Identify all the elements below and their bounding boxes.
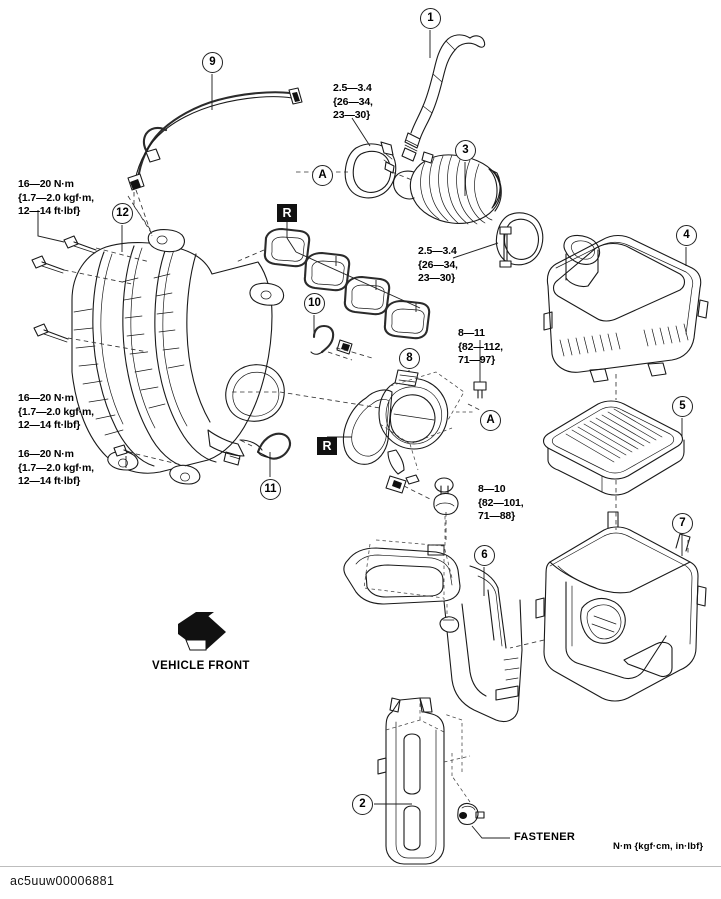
part-6-air-duct: [343, 477, 523, 723]
clamp-lower: [452, 212, 544, 268]
callout-3[interactable]: 3: [455, 140, 476, 161]
vehicle-front-label: VEHICLE FRONT: [152, 660, 250, 672]
torque-line-2: {1.7—2.0 kgf·m,: [18, 191, 94, 204]
torque-line-1: 8—11: [458, 327, 485, 339]
callout-5[interactable]: 5: [672, 396, 693, 417]
a-marker-throttle-body[interactable]: A: [480, 410, 501, 431]
torque-line-2: {1.7—2.0 kgf·m,: [18, 461, 94, 474]
part-2-bracket: [377, 697, 471, 865]
torque-line-3: 23—30}: [333, 109, 371, 121]
vehicle-front-arrow: [178, 612, 226, 651]
part-7-air-cleaner-body: [509, 511, 707, 702]
r-marker-gasket-upper[interactable]: R: [277, 204, 297, 222]
torque-spec-block: 16—20 N·m {1.7—2.0 kgf·m, 12—14 ft·lbf}: [18, 392, 94, 433]
torque-line-3: 71—88}: [478, 510, 516, 522]
part-10-vacuum-hose: [310, 324, 373, 359]
torque-line-3: 12—14 ft·lbf}: [18, 475, 81, 487]
torque-line-3: 12—14 ft·lbf}: [18, 419, 81, 431]
torque-line-1: 2.5—3.4: [418, 245, 457, 257]
torque-line-1: 16—20 N·m: [18, 178, 74, 190]
callout-11[interactable]: 11: [260, 479, 281, 500]
torque-line-2: {26—34,: [333, 95, 373, 108]
a-marker-air-hose[interactable]: A: [312, 165, 333, 186]
callout-8[interactable]: 8: [399, 348, 420, 369]
callout-12[interactable]: 12: [112, 203, 133, 224]
document-id-code: ac5uuw00006881: [10, 874, 115, 888]
fastener-part: [451, 752, 510, 839]
footer-divider: [0, 866, 721, 867]
torque-line-2: {1.7—2.0 kgf·m,: [18, 405, 94, 418]
torque-spec-block: 2.5—3.4 {26—34, 23—30}: [333, 82, 373, 123]
callout-2[interactable]: 2: [352, 794, 373, 815]
r-marker-gasket-lower[interactable]: R: [317, 437, 337, 455]
callout-7[interactable]: 7: [672, 513, 693, 534]
part-4-air-cleaner-cover: [543, 234, 709, 400]
part-8-throttle-body: [342, 340, 487, 494]
torque-line-1: 2.5—3.4: [333, 82, 372, 94]
part-9-vacuum-hose: [127, 87, 303, 233]
callout-1[interactable]: 1: [420, 8, 441, 29]
callout-9[interactable]: 9: [202, 52, 223, 73]
torque-line-2: {82—101,: [478, 496, 524, 509]
torque-spec-block: 16—20 N·m {1.7—2.0 kgf·m, 12—14 ft·lbf}: [18, 178, 94, 219]
torque-line-2: {82—112,: [458, 340, 503, 353]
unit-legend: N·m {kgf·cm, in·lbf}: [613, 841, 704, 852]
intake-manifold-gaskets: [235, 227, 431, 340]
callout-6[interactable]: 6: [474, 545, 495, 566]
torque-spec-block: 8—10 {82—101, 71—88}: [478, 483, 524, 524]
torque-spec-block: 16—20 N·m {1.7—2.0 kgf·m, 12—14 ft·lbf}: [18, 448, 94, 489]
vehicle-front-indicator: VEHICLE FRONT: [152, 656, 250, 672]
part-12-intake-manifold: [71, 229, 285, 485]
fastener-label: FASTENER: [514, 831, 576, 843]
part-1-breather-hose: [401, 34, 486, 162]
torque-spec-block: 2.5—3.4 {26—34, 23—30}: [418, 245, 458, 286]
torque-line-3: 71—97}: [458, 354, 496, 366]
clamp-upper: [344, 117, 397, 199]
torque-line-3: 12—14 ft·lbf}: [18, 205, 81, 217]
torque-line-1: 8—10: [478, 483, 506, 495]
part-11-vacuum-hose: [239, 432, 292, 460]
torque-line-3: 23—30}: [418, 272, 456, 284]
callout-4[interactable]: 4: [676, 225, 697, 246]
torque-line-2: {26—34,: [418, 258, 458, 271]
part-5-air-cleaner-element: [542, 400, 685, 508]
callout-10[interactable]: 10: [304, 293, 325, 314]
assembly-guides: [127, 171, 481, 540]
torque-line-1: 16—20 N·m: [18, 448, 74, 460]
torque-line-1: 16—20 N·m: [18, 392, 74, 404]
torque-spec-block: 8—11 {82—112, 71—97}: [458, 327, 503, 368]
part-3-air-hose: [393, 151, 502, 225]
